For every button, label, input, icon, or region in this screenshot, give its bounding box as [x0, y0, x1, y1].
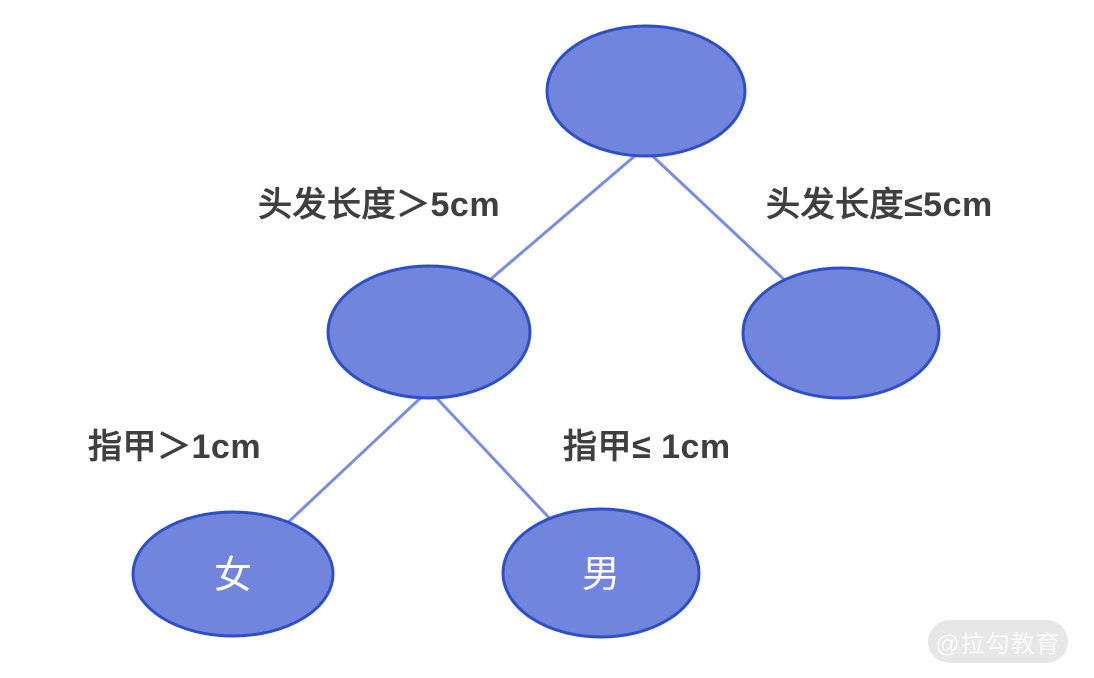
node-hair-short [741, 266, 941, 400]
edge-label-hair-length-gt-5cm: 头发长度＞5cm [258, 186, 501, 224]
node-label-female: 女 [214, 555, 252, 597]
watermark-text: @拉勾教育 [935, 631, 1061, 658]
node-leaf-female [131, 510, 335, 638]
node-leaf-male [501, 507, 701, 639]
edge-label-hair-length-lte-5cm: 头发长度≤5cm [766, 186, 993, 224]
edge-label-nail-gt-1cm: 指甲＞1cm [88, 428, 262, 466]
node-root [545, 24, 747, 158]
watermark-badge: @拉勾教育 [928, 620, 1068, 663]
node-hair-long [326, 264, 532, 400]
node-label-male: 男 [582, 554, 620, 596]
edge-label-nail-lte-1cm: 指甲≤ 1cm [563, 428, 731, 466]
